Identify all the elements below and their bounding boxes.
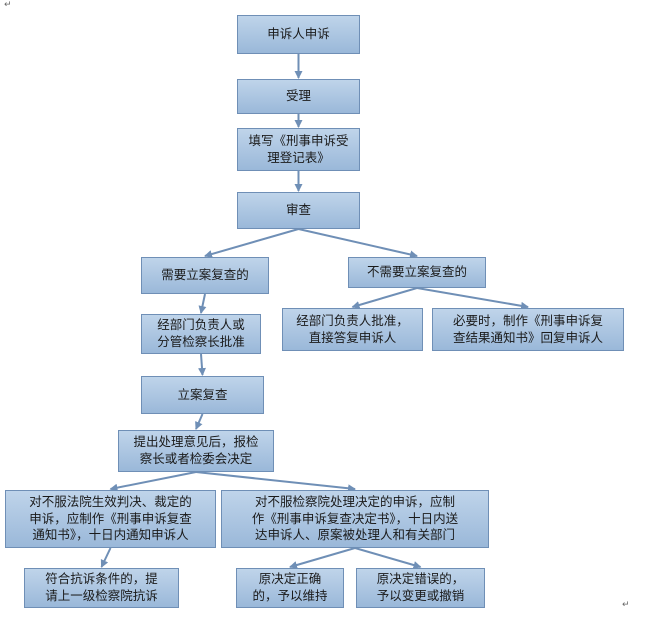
edge-n6-n9 — [416, 287, 529, 310]
node-n13: 对不服检察院处理决定的申诉，应制 作《刑事申诉复查决定书》，十日内送 达申诉人、… — [221, 490, 489, 548]
edge-n5-n7 — [198, 293, 207, 314]
node-n1: 申诉人申诉 — [237, 15, 360, 54]
node-n8: 经部门负责人批准， 直接答复申诉人 — [282, 308, 423, 351]
edge-n13-n15 — [289, 547, 356, 569]
node-n15: 原决定正确 的，予以维持 — [236, 568, 344, 608]
node-n14: 符合抗诉条件的，提 请上一级检察院抗诉 — [24, 568, 179, 608]
node-n9: 必要时，制作《刑事申诉复 查结果通知书》回复申诉人 — [432, 308, 624, 351]
edge-n4-n6 — [298, 228, 418, 259]
edge-n10-n11 — [195, 413, 204, 430]
edge-n13-n16 — [354, 547, 422, 569]
edge-n11-n13 — [195, 471, 356, 493]
edge-n7-n10 — [198, 353, 206, 376]
edge-n11-n12 — [109, 471, 197, 492]
paragraph-mark-icon: ↵ — [622, 600, 630, 610]
edge-n4-n5 — [204, 228, 299, 258]
node-n10: 立案复查 — [141, 376, 264, 414]
paragraph-mark-icon: ↵ — [4, 0, 12, 10]
node-n7: 经部门负责人或 分管检察长批准 — [141, 314, 261, 354]
node-n16: 原决定错误的， 予以变更或撤销 — [356, 568, 485, 608]
node-n6: 不需要立案复查的 — [348, 257, 486, 288]
node-n4: 审查 — [237, 192, 360, 229]
node-n2: 受理 — [237, 79, 360, 114]
edge-n6-n8 — [351, 287, 418, 309]
node-n3: 填写《刑事申诉受 理登记表》 — [237, 128, 360, 171]
node-n11: 提出处理意见后，报检 察长或者检委会决定 — [118, 430, 274, 472]
node-n5: 需要立案复查的 — [141, 257, 269, 294]
node-n12: 对不服法院生效判决、裁定的 申诉，应制作《刑事申诉复查 通知书》，十日内通知申诉… — [5, 490, 216, 548]
edge-n12-n14 — [100, 547, 112, 568]
